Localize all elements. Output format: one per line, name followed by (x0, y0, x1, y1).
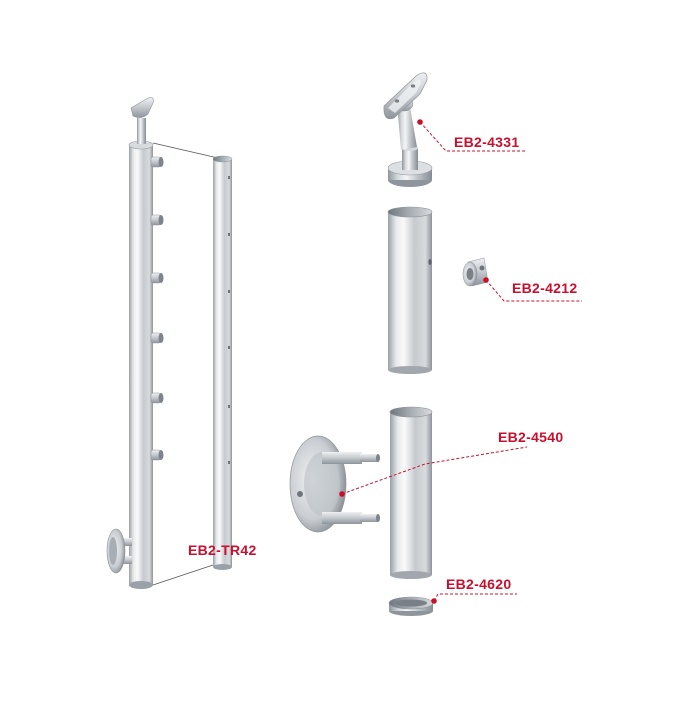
dot-4331 (417, 119, 423, 125)
lower-tube (389, 406, 433, 579)
handrail-saddle-holder (383, 72, 433, 187)
post-bar-holders (150, 156, 164, 461)
label-eb2-tr42: EB2-TR42 (188, 542, 257, 558)
guide-line-top (152, 142, 219, 159)
assembled-post (106, 97, 223, 589)
label-eb2-4212: EB2-4212 (512, 280, 578, 296)
post-saddle-stem (137, 118, 146, 144)
leader-4540 (341, 446, 528, 495)
end-cap (388, 596, 434, 616)
label-eb2-4540: EB2-4540 (498, 429, 564, 445)
dot-4620 (431, 598, 437, 604)
post-tube (129, 145, 153, 585)
leader-4620 (433, 593, 517, 602)
label-eb2-4331: EB2-4331 (454, 134, 520, 150)
dot-4212 (483, 277, 489, 283)
tube-drilled (212, 155, 233, 570)
upper-tube (387, 206, 433, 374)
post-saddle-plate (130, 97, 154, 118)
leader-4331 (419, 121, 527, 152)
leader-4212 (485, 279, 582, 302)
callout-dots (339, 119, 489, 604)
post-bottom-edge (129, 581, 153, 589)
label-eb2-4620: EB2-4620 (446, 576, 512, 592)
dot-4540 (339, 491, 345, 497)
cross-bar-holder (462, 257, 489, 287)
guide-line-bottom (149, 561, 223, 587)
callout-leaders (341, 121, 582, 602)
wall-flange (289, 435, 380, 533)
post-wall-flange (106, 528, 132, 574)
